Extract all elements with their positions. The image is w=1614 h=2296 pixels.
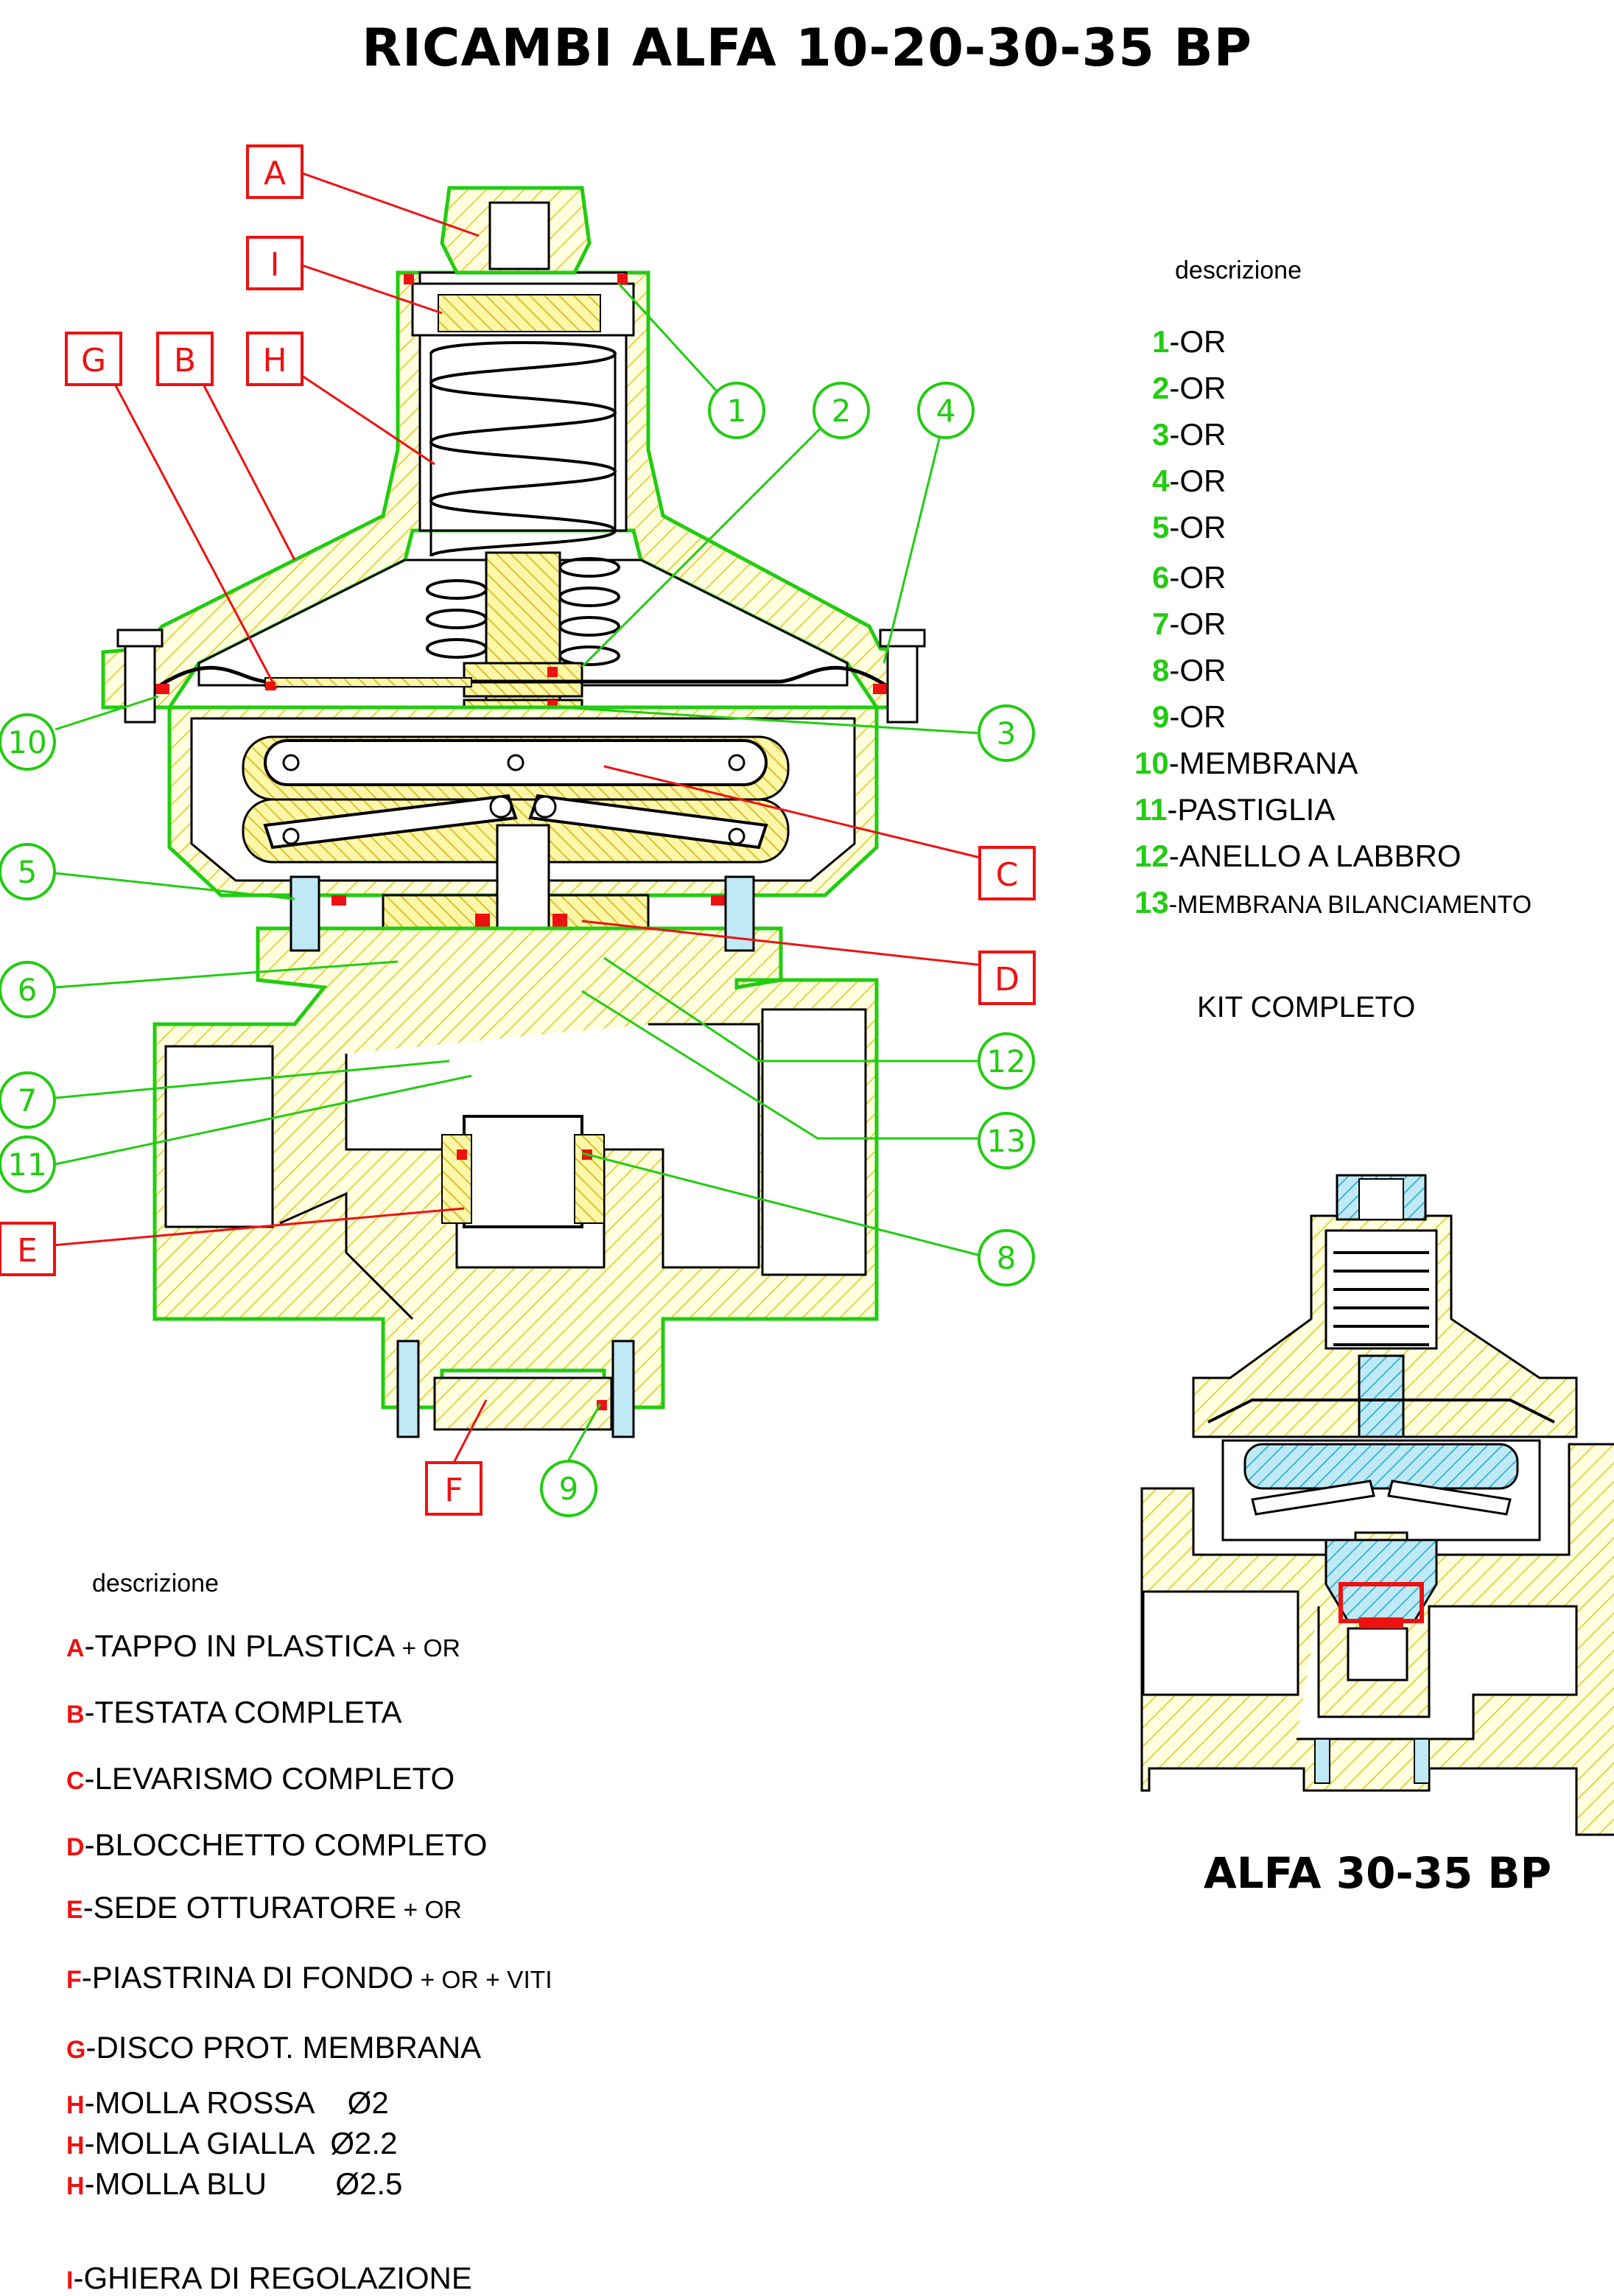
svg-text:2: 2	[832, 393, 852, 429]
list-item: H-MOLLA GIALLA Ø2.2	[66, 2126, 398, 2160]
svg-text:9: 9	[559, 1471, 579, 1507]
list-item: 8-OR	[1152, 653, 1227, 687]
callout-11: 11	[0, 1135, 56, 1193]
upper-flange-bolts	[116, 629, 926, 724]
bonnet-body	[101, 270, 916, 710]
svg-text:B: B	[174, 342, 196, 379]
svg-text:G: G	[81, 342, 106, 379]
callout-9: 9	[540, 1460, 597, 1517]
callout-3: 3	[978, 704, 1035, 762]
list-item: 10-MEMBRANA	[1134, 746, 1358, 780]
svg-text:A: A	[264, 155, 286, 192]
list-item: 9-OR	[1152, 699, 1227, 734]
list-item: 11-PASTIGLIA	[1134, 792, 1336, 827]
svg-text:7: 7	[18, 1082, 38, 1119]
callout-A: A	[246, 144, 303, 199]
left-parts-list: A-TAPPO IN PLASTICA + OR B-TESTATA COMPL…	[66, 1628, 729, 2295]
kit-completo-label: KIT COMPLETO	[1197, 991, 1416, 1023]
svg-text:I: I	[270, 246, 280, 284]
list-item: G-DISCO PROT. MEMBRANA	[66, 2030, 482, 2065]
callout-1: 1	[708, 382, 765, 439]
list-item: C-LEVARISMO COMPLETO	[66, 1761, 455, 1796]
callout-7: 7	[0, 1071, 56, 1129]
list-item: 7-OR	[1152, 606, 1227, 641]
callout-13: 13	[978, 1112, 1035, 1169]
callout-B: B	[156, 332, 214, 386]
list-item: I-GHIERA DI REGOLAZIONE	[66, 2261, 472, 2295]
left-list-heading: descrizione	[92, 1569, 219, 1597]
list-item: E-SEDE OTTURATORE + OR	[66, 1890, 462, 1925]
small-drawing-alfa-30-35	[1140, 1174, 1614, 1836]
lever-mechanism	[242, 735, 790, 864]
svg-text:E: E	[17, 1232, 38, 1270]
plastic-cap	[440, 186, 592, 275]
callout-D: D	[978, 951, 1036, 1005]
callout-10: 10	[0, 713, 56, 771]
svg-text:6: 6	[18, 972, 38, 1008]
lower-flange-bolts	[290, 875, 755, 952]
svg-text:11: 11	[7, 1147, 46, 1183]
right-parts-list: 1-OR 2-OR 3-OR 4-OR 5-OR 6-OR 7-OR 8-OR …	[1134, 324, 1606, 936]
callout-12: 12	[978, 1032, 1035, 1090]
svg-text:4: 4	[936, 393, 956, 429]
svg-text:H: H	[262, 342, 287, 379]
list-item: 13-MEMBRANA BILANCIAMENTO	[1134, 885, 1532, 920]
list-item: 3-OR	[1152, 417, 1227, 452]
list-item: 12-ANELLO A LABBRO	[1134, 839, 1462, 873]
callout-6: 6	[0, 961, 56, 1018]
callout-2: 2	[813, 382, 870, 439]
callout-8: 8	[978, 1229, 1035, 1287]
svg-text:10: 10	[7, 724, 46, 760]
callout-H: H	[246, 332, 303, 386]
list-item: 5-OR	[1152, 510, 1227, 545]
svg-text:13: 13	[986, 1123, 1025, 1159]
adjusting-ring	[404, 274, 635, 337]
svg-text:5: 5	[18, 854, 38, 890]
page-title: RICAMBI ALFA 10-20-30-35 BP	[362, 18, 1252, 78]
svg-text:D: D	[994, 961, 1020, 998]
callout-4: 4	[917, 382, 975, 439]
letter-callouts: A I G B H C D E F	[0, 144, 1036, 1516]
list-item: H-MOLLA BLU Ø2.5	[66, 2166, 403, 2201]
list-item: 1-OR	[1152, 324, 1227, 359]
list-item: H-MOLLA ROSSA Ø2	[66, 2085, 389, 2120]
svg-text:F: F	[444, 1471, 463, 1509]
callout-E: E	[0, 1222, 56, 1276]
right-list-heading: descrizione	[1175, 256, 1302, 284]
list-item: D-BLOCCHETTO COMPLETO	[66, 1827, 488, 1862]
list-item: 4-OR	[1152, 463, 1227, 498]
svg-text:C: C	[996, 856, 1019, 894]
list-item: 6-OR	[1152, 560, 1227, 595]
svg-text:1: 1	[727, 393, 747, 429]
leader-lines	[52, 172, 984, 1463]
callout-C: C	[978, 846, 1036, 900]
valve-body	[152, 926, 879, 1438]
svg-text:8: 8	[997, 1240, 1017, 1276]
membrane	[153, 665, 893, 694]
list-item: B-TESTATA COMPLETA	[66, 1695, 402, 1729]
svg-text:12: 12	[986, 1043, 1025, 1079]
number-callouts: 1 2 4 3 10 5 6 12 7 13 11 8 9	[0, 382, 1035, 1517]
callout-F: F	[425, 1461, 483, 1516]
callout-G: G	[65, 332, 122, 386]
list-item: F-PIASTRINA DI FONDO + OR + VITI	[66, 1960, 552, 1995]
svg-text:3: 3	[997, 715, 1017, 752]
small-drawing-title: ALFA 30-35 BP	[1203, 1848, 1552, 1898]
callout-I: I	[246, 236, 303, 290]
callout-5: 5	[0, 843, 56, 900]
main-spring	[429, 341, 617, 558]
list-item: 2-OR	[1152, 371, 1227, 405]
list-item: A-TAPPO IN PLASTICA + OR	[66, 1628, 460, 1663]
